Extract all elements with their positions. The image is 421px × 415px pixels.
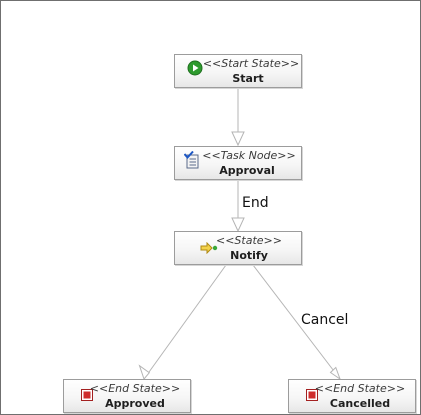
- task-node[interactable]: <<Task Node>> Approval: [174, 146, 302, 180]
- node-stereotype: <<End State>>: [89, 382, 181, 395]
- node-name: Approval: [219, 164, 275, 177]
- state-node[interactable]: <<State>> Notify: [174, 231, 302, 265]
- transition-approval-notify[interactable]: [231, 179, 245, 233]
- end-state-node-approved[interactable]: <<End State>> Approved: [63, 379, 191, 413]
- node-stereotype: <<End State>>: [314, 382, 406, 395]
- start-play-icon: [187, 60, 203, 76]
- transition-label-end: End: [242, 195, 269, 211]
- transition-notify-cancelled[interactable]: [252, 264, 342, 381]
- node-stereotype: <<State>>: [216, 234, 282, 247]
- task-checklist-icon: [183, 150, 200, 169]
- transition-notify-approved[interactable]: [138, 264, 227, 381]
- node-name: Cancelled: [329, 397, 391, 410]
- end-square-icon: [81, 386, 93, 401]
- transition-start-approval[interactable]: [231, 87, 245, 147]
- start-state-node[interactable]: <<Start State>> Start: [174, 54, 302, 88]
- node-stereotype: <<Start State>>: [202, 57, 300, 70]
- end-square-icon: [306, 386, 318, 401]
- transition-label-cancel: Cancel: [301, 312, 349, 328]
- node-name: Notify: [230, 249, 268, 262]
- end-state-node-cancelled[interactable]: <<End State>> Cancelled: [288, 379, 416, 413]
- node-name: Start: [232, 72, 264, 85]
- node-stereotype: <<Task Node>>: [202, 149, 296, 162]
- state-arrow-icon: [200, 239, 218, 255]
- node-name: Approved: [105, 397, 165, 410]
